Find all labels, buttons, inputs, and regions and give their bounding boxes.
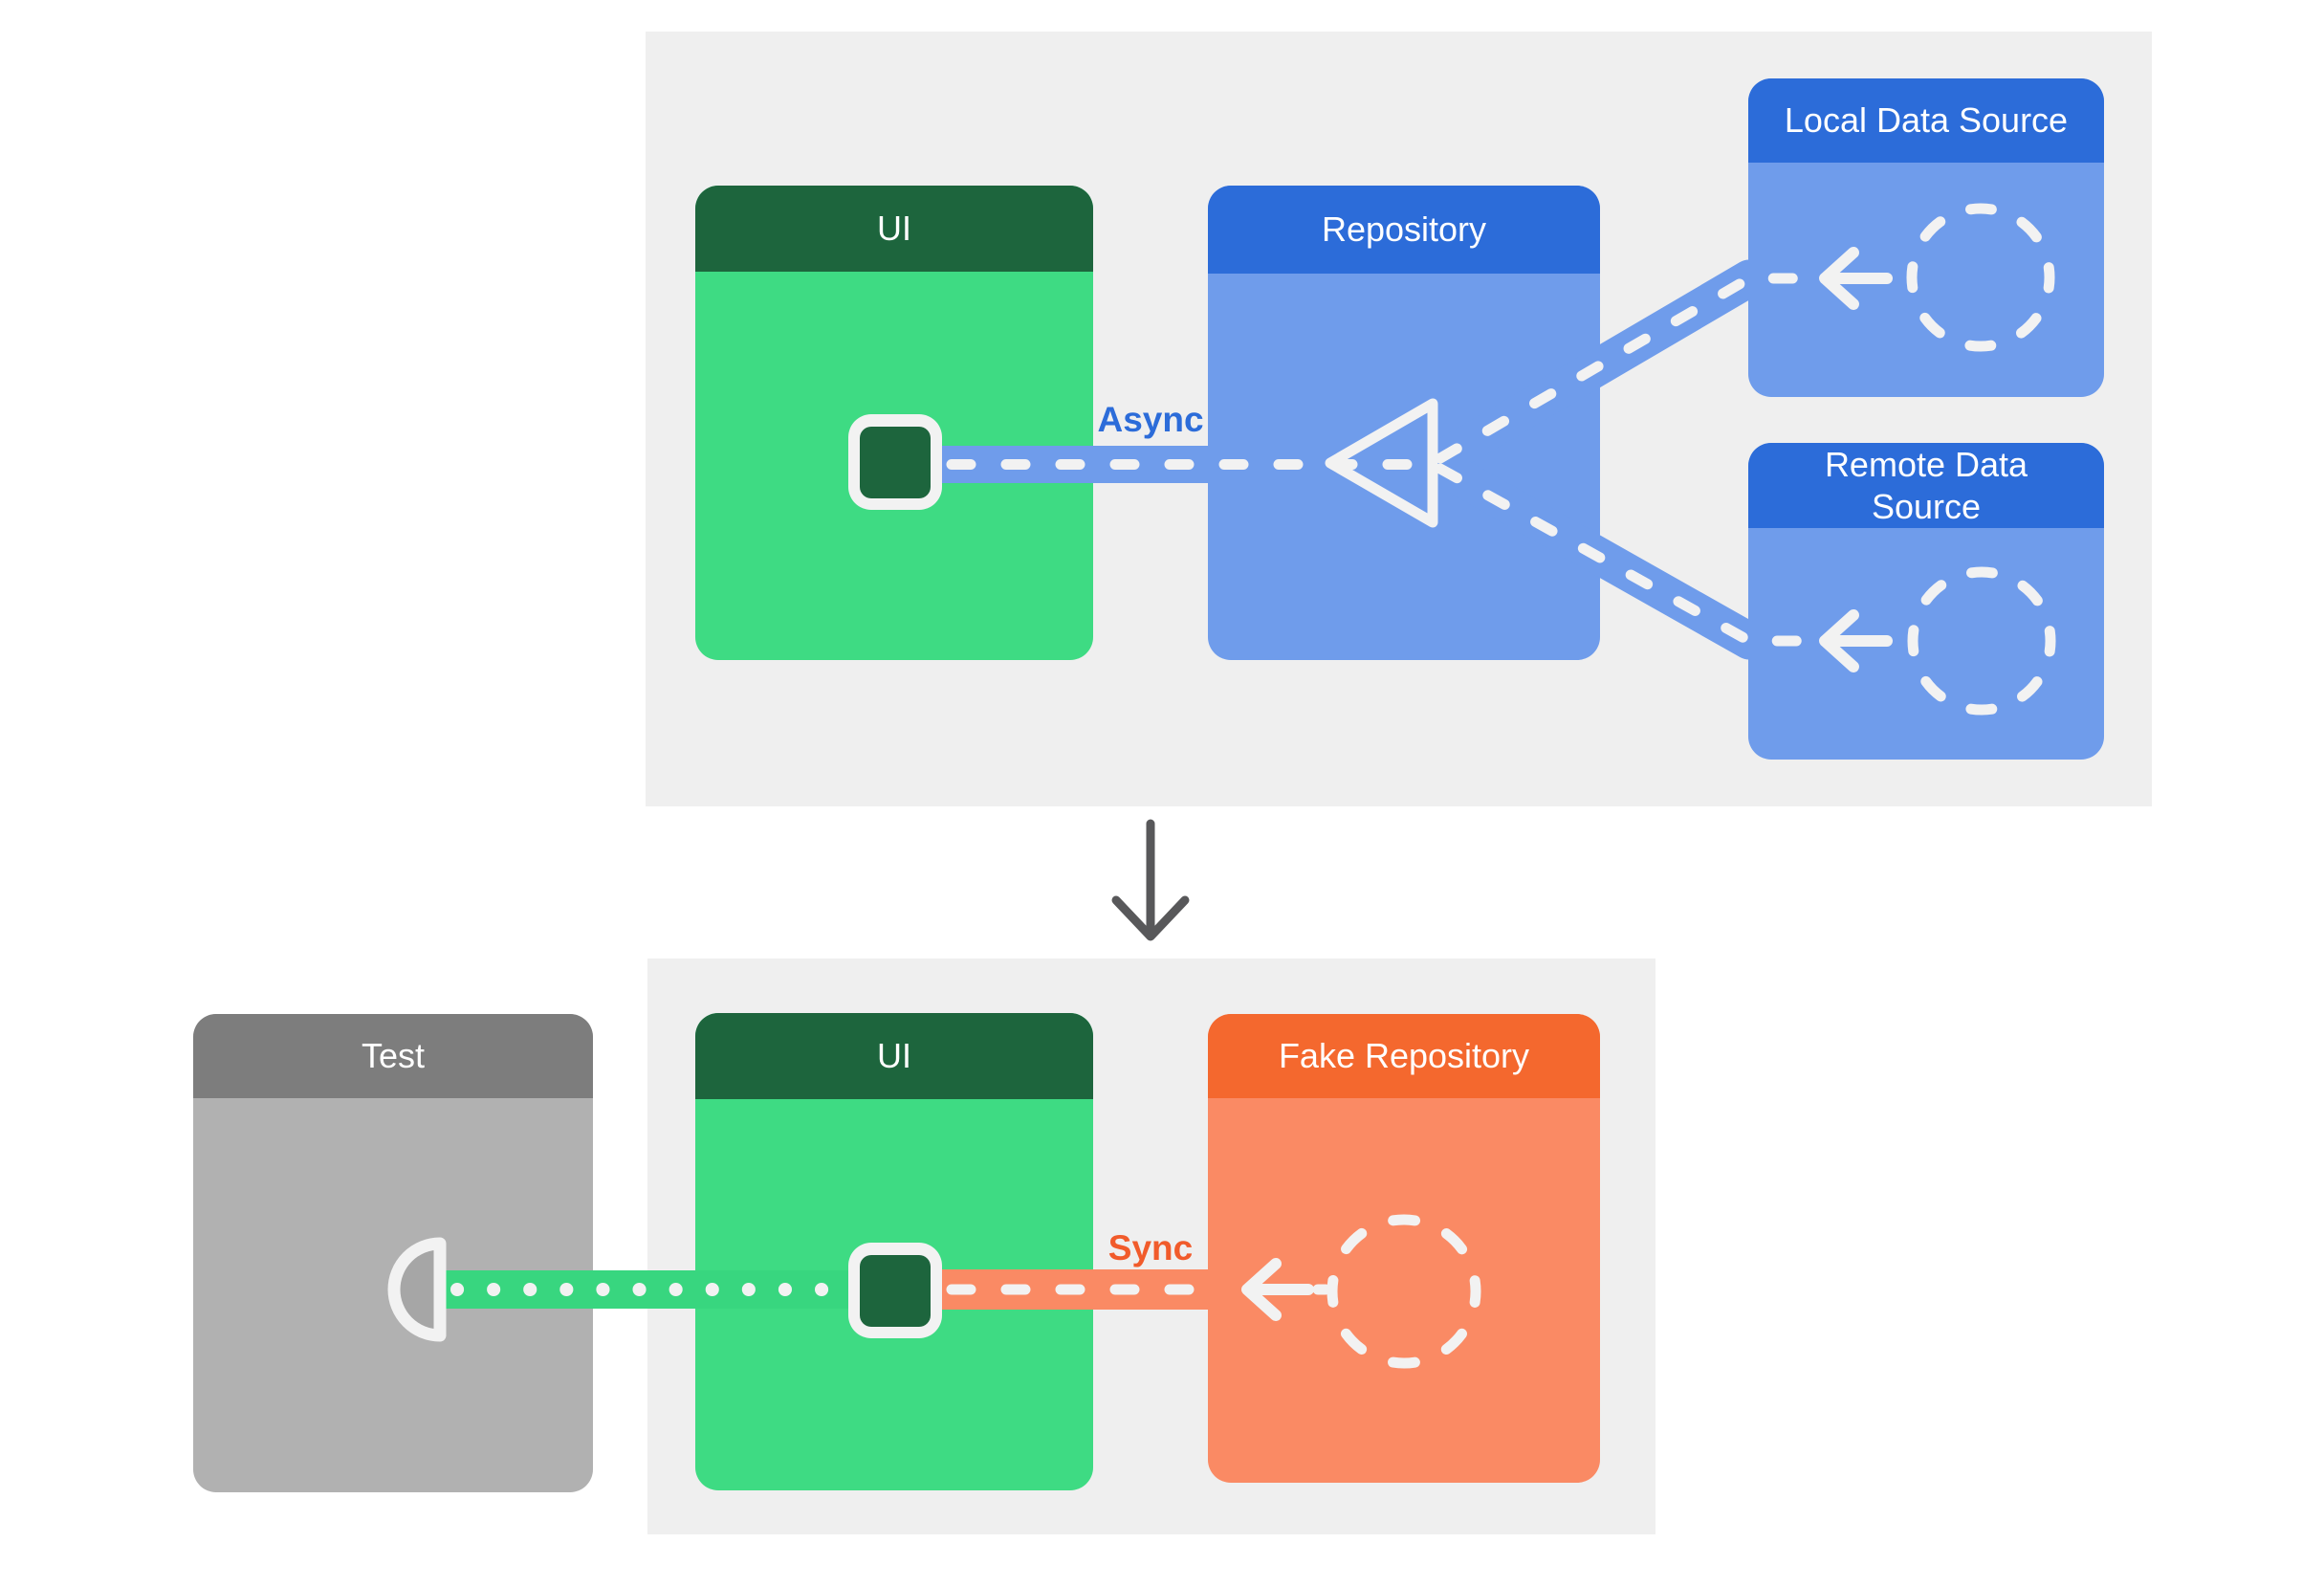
- down-arrow-icon: [1111, 819, 1190, 941]
- card-remote-data-source: Remote Data Source: [1748, 443, 2104, 760]
- card-ui-top-header: UI: [695, 186, 1093, 272]
- card-repository: Repository: [1208, 186, 1600, 660]
- async-label: Async: [1097, 400, 1204, 439]
- card-ui-bottom-header: UI: [695, 1013, 1093, 1099]
- card-fake-repository-header: Fake Repository: [1208, 1014, 1600, 1098]
- card-ui-bottom-title: UI: [877, 1036, 911, 1075]
- card-repository-header: Repository: [1208, 186, 1600, 274]
- card-remote-data-source-header: Remote Data Source: [1748, 443, 2104, 528]
- card-fake-repository-title: Fake Repository: [1278, 1036, 1530, 1075]
- card-fake-repository: Fake Repository: [1208, 1014, 1600, 1483]
- card-ui-bottom: UI: [695, 1013, 1093, 1490]
- card-repository-title: Repository: [1321, 209, 1487, 249]
- card-remote-data-source-title: Remote Data Source: [1824, 444, 2028, 526]
- card-local-data-source-header: Local Data Source: [1748, 78, 2104, 163]
- card-ui-top: UI: [695, 186, 1093, 660]
- card-test: Test: [193, 1014, 593, 1492]
- card-ui-top-title: UI: [877, 209, 911, 248]
- card-local-data-source-title: Local Data Source: [1784, 100, 2069, 140]
- card-test-header: Test: [193, 1014, 593, 1098]
- card-test-title: Test: [361, 1036, 426, 1075]
- sync-label: Sync: [1107, 1228, 1194, 1267]
- card-local-data-source: Local Data Source: [1748, 78, 2104, 397]
